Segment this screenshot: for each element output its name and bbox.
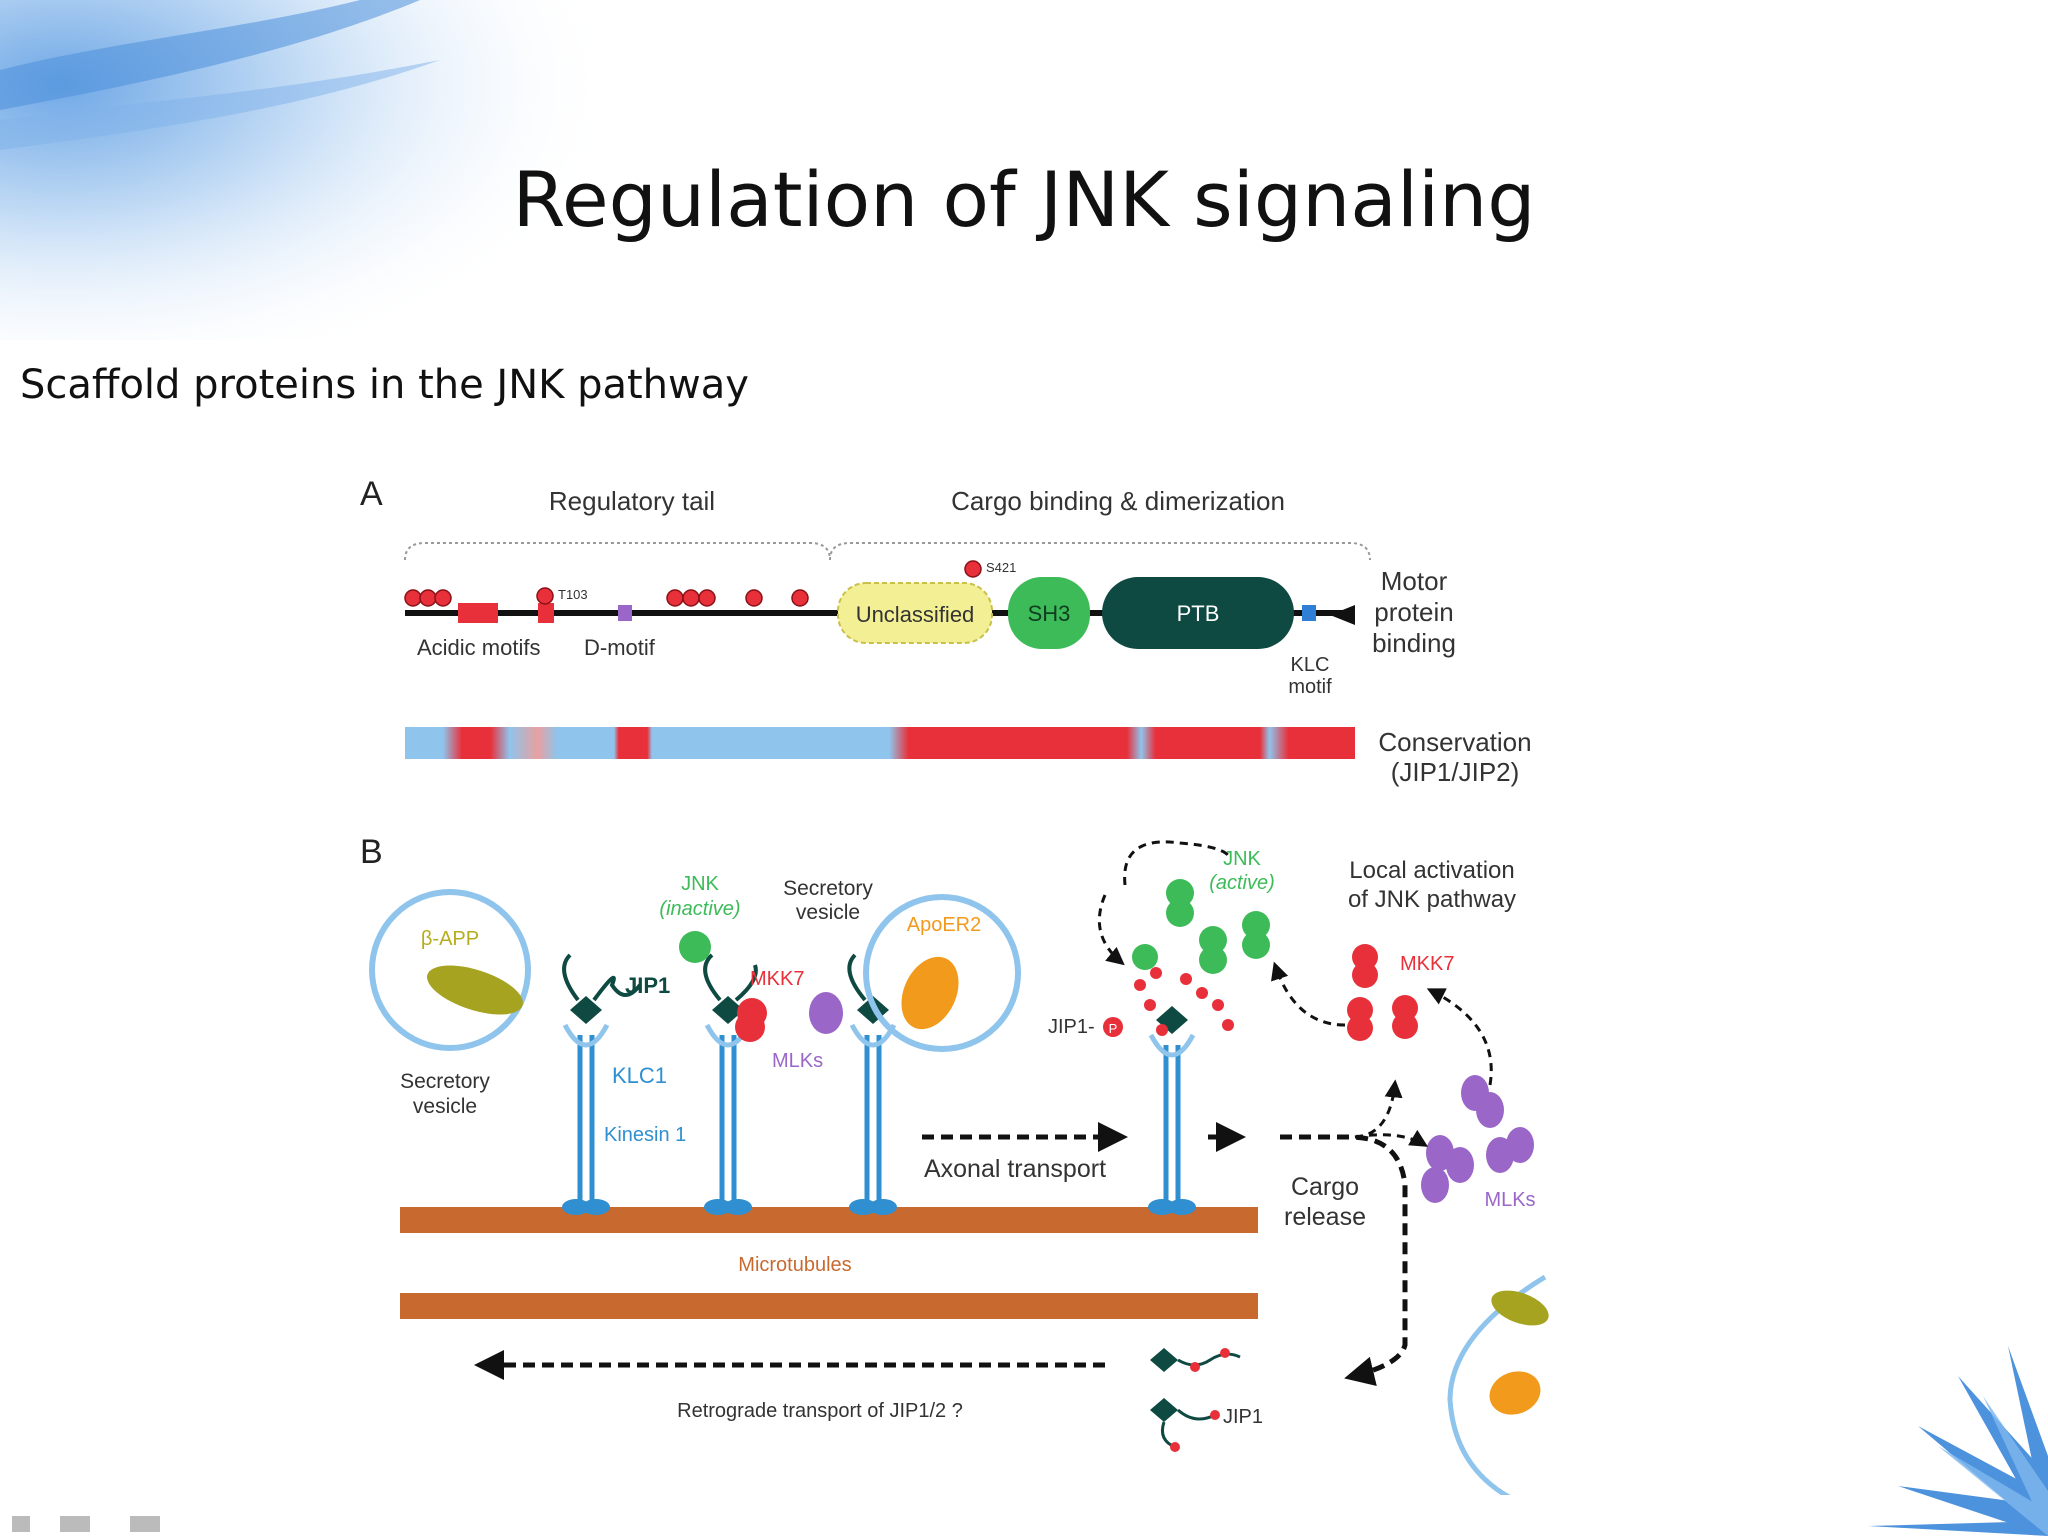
jnk-inactive-protein bbox=[679, 931, 711, 963]
mlks-left-label: MLKs bbox=[772, 1050, 823, 1072]
jip1-p-label: JIP1- bbox=[1048, 1016, 1095, 1038]
jnk-activation-return-arrow bbox=[1097, 894, 1125, 966]
mkk7-left-protein bbox=[735, 1012, 765, 1042]
secretory-vesicle-left-label-2: vesicle bbox=[413, 1095, 477, 1118]
cargo-release-label-2: release bbox=[1284, 1203, 1366, 1231]
cargo-binding-label: Cargo binding & dimerization bbox=[951, 486, 1285, 516]
microtubule-track-top bbox=[400, 1207, 1258, 1233]
mkk7-right-label: MKK7 bbox=[1400, 953, 1454, 975]
b-app-protein bbox=[427, 965, 523, 1015]
b-app-label: β-APP bbox=[421, 928, 479, 950]
d-motif-label: D-motif bbox=[584, 635, 656, 660]
conservation-bar bbox=[405, 727, 1355, 759]
decorative-flower-corner bbox=[1868, 1346, 2048, 1536]
footer-control-icon bbox=[12, 1516, 30, 1532]
jip1-p-badge bbox=[1103, 1017, 1123, 1037]
slide-subtitle: Scaffold proteins in the JNK pathway bbox=[20, 362, 749, 408]
motor-binding-label-3: binding bbox=[1372, 628, 1456, 658]
released-b-app bbox=[1491, 1290, 1549, 1326]
microtubule-track-bottom bbox=[400, 1293, 1258, 1319]
acidic-motif-block bbox=[538, 603, 554, 623]
jnk-inactive-label-2: (inactive) bbox=[659, 898, 740, 920]
retrograde-transport-label: Retrograde transport of JIP1/2 ? bbox=[677, 1400, 963, 1422]
mlks-right-proteins bbox=[1421, 1075, 1534, 1203]
ptb-domain-label: PTB bbox=[1177, 601, 1220, 626]
apoer2-protein bbox=[901, 956, 959, 1030]
jip1-main-label: JIP1 bbox=[625, 973, 670, 998]
secretory-vesicle-mid bbox=[863, 894, 1021, 1052]
mlks-to-mkk7-arrow bbox=[1426, 988, 1493, 1086]
mkk7-to-jnk-arrow bbox=[1271, 961, 1346, 1027]
kinesin-motors bbox=[577, 1035, 1181, 1205]
klc1-label: KLC1 bbox=[612, 1063, 667, 1088]
motor-binding-label-2: protein bbox=[1374, 597, 1454, 627]
cargo-binding-brace bbox=[829, 542, 1371, 561]
released-apoer2 bbox=[1489, 1371, 1541, 1415]
conservation-label-1: Conservation bbox=[1378, 727, 1531, 757]
kinesin-feet bbox=[562, 1199, 1196, 1215]
jip1-scaffold-figure: A Regulatory tail Cargo binding & dimeri… bbox=[360, 475, 1549, 1495]
cargo-release-branch-right bbox=[1354, 1129, 1429, 1147]
cargo-release-label-1: Cargo bbox=[1291, 1173, 1359, 1201]
motor-binding-arrow bbox=[1330, 605, 1355, 625]
panel-b: B Microtubules β-APP Secretory vesicle bbox=[360, 833, 1549, 1495]
klc-motif-block bbox=[1302, 605, 1316, 621]
microtubules-label: Microtubules bbox=[738, 1254, 851, 1276]
ptb-domain bbox=[1102, 577, 1294, 649]
jnk-active-label-2: (active) bbox=[1209, 872, 1275, 894]
sh3-domain-label: SH3 bbox=[1028, 601, 1071, 626]
axonal-transport-label: Axonal transport bbox=[924, 1155, 1106, 1183]
panel-a: A Regulatory tail Cargo binding & dimeri… bbox=[360, 475, 1532, 787]
jip1-bottom-label: JIP1 bbox=[1223, 1406, 1263, 1428]
secretory-vesicle-mid-label-2: vesicle bbox=[796, 901, 860, 924]
apoer2-label: ApoER2 bbox=[907, 914, 982, 936]
d-motif-block bbox=[618, 605, 632, 621]
unclassified-domain-label: Unclassified bbox=[856, 602, 975, 627]
jnk-inactive-label-1: JNK bbox=[681, 873, 719, 895]
jnk-active-label-1: JNK bbox=[1223, 848, 1261, 870]
jip1-p-badge-letter: P bbox=[1109, 1021, 1118, 1036]
active-phospho-sites bbox=[1134, 967, 1234, 1036]
cargo-release-branch-up bbox=[1354, 1079, 1403, 1139]
conservation-label-2: (JIP1/JIP2) bbox=[1391, 757, 1520, 787]
footer-control-icon bbox=[130, 1516, 160, 1532]
slide-title: Regulation of JNK signaling bbox=[512, 155, 1536, 244]
slide-footer-controls bbox=[12, 1516, 160, 1532]
secretory-vesicle-mid-label-1: Secretory bbox=[783, 877, 873, 900]
klc-motif-label-2: motif bbox=[1288, 676, 1332, 698]
regulatory-tail-label: Regulatory tail bbox=[549, 486, 715, 516]
motor-binding-label-1: Motor bbox=[1381, 566, 1448, 596]
jip1-free-scaffolds bbox=[1150, 1348, 1241, 1452]
secretory-vesicle-left bbox=[369, 889, 531, 1051]
mkk7-left-label: MKK7 bbox=[750, 968, 804, 990]
mlks-left-protein bbox=[809, 992, 843, 1034]
kinesin1-label: Kinesin 1 bbox=[604, 1124, 686, 1146]
decorative-sky-corner bbox=[0, 0, 620, 340]
local-activation-label-1: Local activation bbox=[1349, 857, 1514, 884]
site-t103-label: T103 bbox=[558, 587, 588, 602]
jnk-activation-loop-arrow bbox=[1123, 840, 1232, 886]
site-s421-label: S421 bbox=[986, 560, 1016, 575]
cargo-release-path bbox=[1280, 1134, 1408, 1386]
acidic-motifs-label: Acidic motifs bbox=[417, 635, 540, 660]
secretory-vesicle-left-label-1: Secretory bbox=[400, 1070, 490, 1093]
panel-a-label: A bbox=[360, 475, 383, 513]
unclassified-domain bbox=[837, 582, 993, 644]
panel-b-label: B bbox=[360, 833, 383, 871]
jnk-active-proteins bbox=[1132, 879, 1270, 974]
regulatory-tail-brace bbox=[404, 542, 831, 561]
klc-motif-label-1: KLC bbox=[1291, 654, 1330, 676]
mkk7-right-proteins bbox=[1347, 944, 1418, 1041]
phospho-site-markers bbox=[404, 560, 982, 607]
local-activation-label-2: of JNK pathway bbox=[1348, 886, 1516, 913]
acidic-motif-block bbox=[458, 603, 498, 623]
jip1-tails bbox=[562, 953, 867, 1002]
sh3-domain bbox=[1008, 577, 1090, 649]
footer-control-icon bbox=[60, 1516, 90, 1532]
mlks-right-label: MLKs bbox=[1484, 1189, 1535, 1211]
